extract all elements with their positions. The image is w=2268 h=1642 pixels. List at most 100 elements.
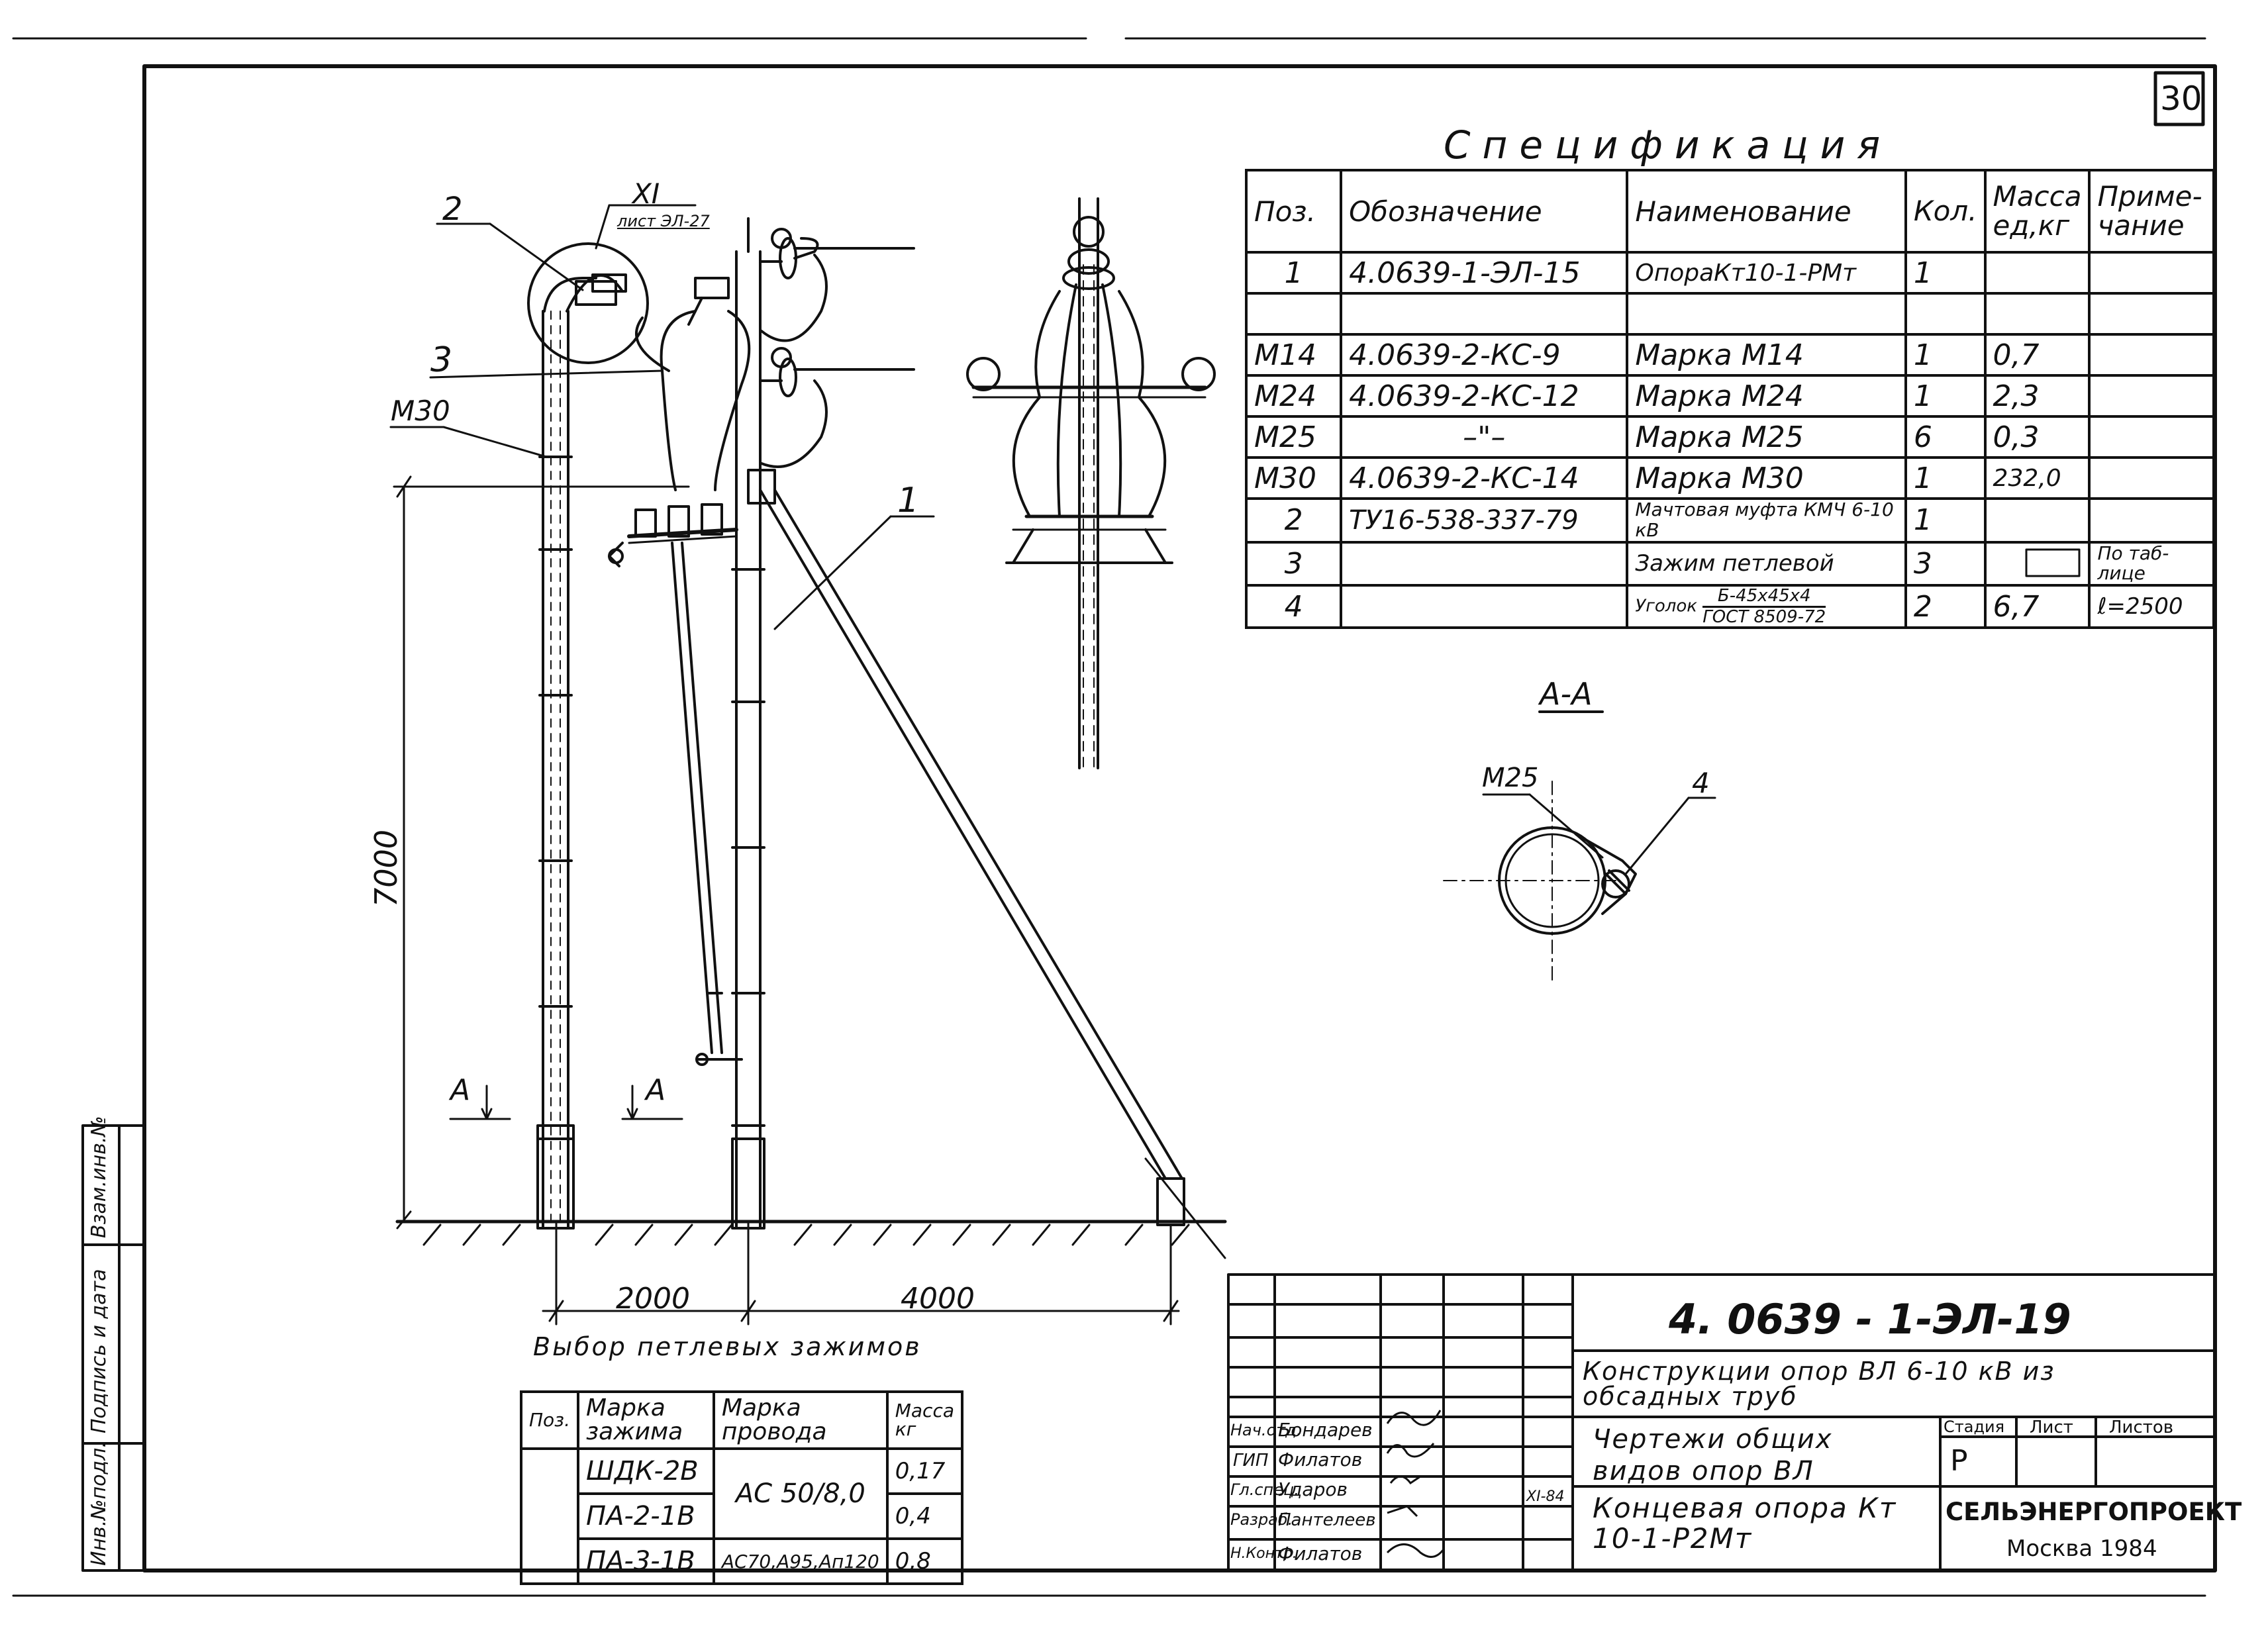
- callout-pos-2: 2: [442, 191, 463, 228]
- spec-cell-name: Марка М30: [1626, 456, 1907, 500]
- spec-header-designation: Обозначение: [1340, 169, 1629, 254]
- spec-header-mass: Масса ед,кг: [1983, 169, 2091, 254]
- angle-fraction: Б-45х45х4 ГОСТ 8509-72: [1702, 587, 1826, 626]
- spec-cell-mass: 2,3: [1983, 374, 2091, 418]
- stage-value: Р: [1950, 1444, 1968, 1478]
- project-title: Конструкции опор ВЛ 6-10 кВ из обсадных …: [1583, 1357, 2055, 1411]
- side-stamp-signature-date: Подпись и дата: [87, 1269, 111, 1434]
- spec-title: Спецификация: [1444, 122, 1893, 168]
- spec-cell-note: ℓ=2500: [2088, 584, 2215, 630]
- spec-cell-mass: [1983, 497, 2091, 544]
- callout-m30: М30: [391, 395, 450, 427]
- spec-cell-name: Уголок Б-45х45х4 ГОСТ 8509-72: [1626, 584, 1907, 630]
- sheet-frame: [142, 64, 2217, 1572]
- spec-cell-empty: [1983, 292, 2091, 336]
- spec-cell-qty: 3: [1904, 540, 1987, 587]
- dimension-left-span: 2000: [616, 1282, 690, 1316]
- spec-header-name: Наименование: [1626, 169, 1907, 254]
- spec-cell-pos: 3: [1244, 540, 1343, 587]
- detail-circle-xi: [527, 242, 649, 364]
- section-a-a-title: А-А: [1540, 676, 1593, 712]
- clamps-row: ПА-3-1В АС70,А95,Ап120 0,8: [521, 1537, 964, 1585]
- spec-cell-qty: 1: [1904, 497, 1987, 544]
- spec-cell-note: [2088, 456, 2215, 500]
- spec-cell-note: [2088, 497, 2215, 544]
- dimension-right-span: 4000: [901, 1282, 975, 1316]
- spec-cell-designation: 4.0639-2-КС-14: [1340, 456, 1629, 500]
- clamps-cell-pos: [520, 1447, 579, 1585]
- cable-riser-pole: [536, 273, 627, 1230]
- spec-cell-name: Зажим петлевой: [1626, 540, 1907, 587]
- page-number: 30: [2160, 79, 2202, 118]
- album-title: Чертежи общих видов опор ВЛ: [1593, 1424, 1833, 1486]
- spec-header-pos: Поз.: [1244, 169, 1343, 254]
- stamp-person-name: Филатов: [1278, 1543, 1363, 1565]
- clamps-header-row: Поз. Марка зажима Марка провода Масса кг: [520, 1390, 964, 1450]
- spec-cell-empty: [1340, 292, 1629, 336]
- section-mark-right: А: [646, 1073, 666, 1107]
- clamps-title: Выбор петлевых зажимов: [533, 1332, 922, 1361]
- spec-cell-empty: [2088, 292, 2215, 336]
- revision-date: XI-84: [1526, 1488, 1565, 1505]
- stamp-person-name: Пантелеев: [1278, 1510, 1376, 1530]
- spec-row: 1 4.0639-1-ЭЛ-15 ОпораКт10-1-РМт 1: [1244, 251, 2215, 295]
- angle-standard: ГОСТ 8509-72: [1702, 606, 1826, 627]
- specification-table: Поз. Обозначение Наименование Кол. Масса…: [1244, 169, 2215, 630]
- side-stamp-replace-inv: Взам.инв.№: [87, 1116, 111, 1238]
- clamps-header-clamp: Марка зажима: [576, 1390, 715, 1450]
- stamp-person-name: Филатов: [1278, 1449, 1363, 1471]
- section-a-a: [1443, 710, 1716, 981]
- spec-cell-pos: М25: [1244, 415, 1343, 459]
- callout-xi: XI: [632, 177, 660, 210]
- clamps-cell-wire: АС70,А95,Ап120: [712, 1537, 889, 1585]
- stamp-person-name: Ударов: [1278, 1478, 1348, 1500]
- spec-cell-pos: М24: [1244, 374, 1343, 418]
- callout-xi-sheet: лист ЭЛ-27: [617, 212, 710, 230]
- stamp-role: ГИП: [1233, 1451, 1269, 1471]
- spec-cell-designation: 4.0639-1-ЭЛ-15: [1340, 251, 1629, 295]
- spec-cell-empty: [1244, 292, 1343, 336]
- grounding-rod: [671, 542, 743, 1066]
- spec-header-qty: Кол.: [1904, 169, 1987, 254]
- spec-cell-name: ОпораКт10-1-РМт: [1626, 251, 1907, 295]
- sheets-label: Листов: [2109, 1418, 2174, 1437]
- spec-cell-empty: [1626, 292, 1907, 336]
- clamps-header-mass: Масса кг: [885, 1390, 964, 1450]
- main-pole: [608, 217, 915, 1230]
- callout-pos-3: 3: [430, 340, 453, 380]
- spec-cell-mass: [1983, 540, 2091, 587]
- spec-cell-designation: 4.0639-2-КС-9: [1340, 333, 1629, 377]
- callout-pos-1: 1: [897, 481, 920, 520]
- organization-name: СЕЛЬЭНЕРГОПРОЕКТ: [1946, 1498, 2242, 1526]
- stamp-person-name: Бондарев: [1278, 1419, 1373, 1441]
- spec-cell-note: [2088, 251, 2215, 295]
- clamps-cell-clamp: ПА-2-1В: [576, 1492, 715, 1540]
- spec-cell-pos: М30: [1244, 456, 1343, 500]
- spec-cell-empty: [1904, 292, 1987, 336]
- sheet-title: Концевая опора Кт 10-1-Р2Мт: [1593, 1492, 1897, 1555]
- spec-row: 2 ТУ16-538-337-79 Мачтовая муфта КМЧ 6-1…: [1244, 497, 2215, 544]
- stage-label: Стадия: [1944, 1418, 2005, 1436]
- section-pos-4: 4: [1692, 767, 1710, 799]
- spec-cell-qty: 6: [1904, 415, 1987, 459]
- spec-cell-mass: 232,0: [1983, 456, 2091, 500]
- spec-row: М30 4.0639-2-КС-14 Марка М30 1 232,0: [1244, 456, 2215, 500]
- clamps-cell-clamp: ШДК-2В: [576, 1447, 715, 1495]
- section-m25-label: М25: [1482, 763, 1539, 793]
- spec-cell-designation: ТУ16-538-337-79: [1340, 497, 1629, 544]
- spec-cell-designation: [1340, 540, 1629, 587]
- spec-cell-designation: [1340, 584, 1629, 630]
- spec-row-empty: [1244, 292, 2215, 336]
- spec-cell-designation: –"–: [1340, 415, 1629, 459]
- spec-cell-mass: 0,3: [1983, 415, 2091, 459]
- clamp-selection-table: Поз. Марка зажима Марка провода Масса кг…: [520, 1390, 964, 1585]
- city-year: Москва 1984: [2006, 1535, 2157, 1562]
- stamp-role: Н.Контр.: [1230, 1545, 1297, 1562]
- spec-cell-qty: 1: [1904, 374, 1987, 418]
- angle-prefix: Уголок: [1635, 596, 1698, 616]
- spec-cell-pos: 4: [1244, 584, 1343, 630]
- spec-cell-pos: 1: [1244, 251, 1343, 295]
- clamps-row: ПА-2-1В 0,4: [521, 1492, 964, 1540]
- spec-row: М24 4.0639-2-КС-12 Марка М24 1 2,3: [1244, 374, 2215, 418]
- stamp-role: Разраб.: [1230, 1510, 1293, 1529]
